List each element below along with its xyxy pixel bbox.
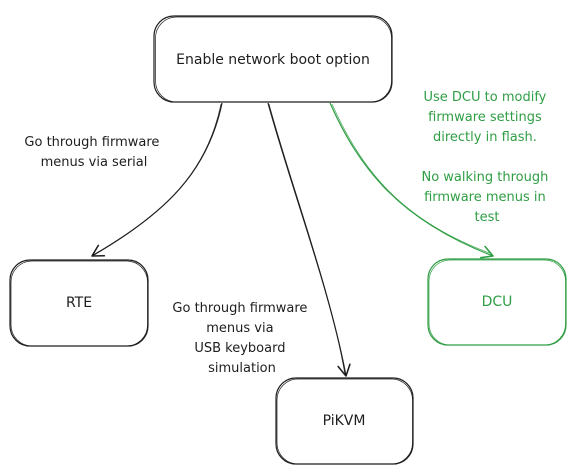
node-rte-label: RTE — [66, 295, 92, 311]
edge-label-to-dcu-line-3: directly in flash. — [433, 130, 537, 145]
edge-label-to-rte-line-1: Go through firmware — [24, 135, 159, 150]
edge-label-to-dcu-line-2: firmware settings — [428, 110, 542, 125]
edge-label-to-rte: Go through firmware menus via serial — [24, 135, 163, 170]
edge-label-to-pikvm-line-1: Go through firmware — [172, 301, 307, 316]
edge-label-to-dcu-line-7: test — [475, 210, 500, 225]
edge-label-to-rte-line-2: menus via serial — [41, 155, 148, 170]
edge-label-to-pikvm-line-4: simulation — [208, 361, 276, 376]
edge-label-to-dcu-line-6: firmware menus in — [424, 190, 546, 205]
node-pikvm: PiKVM — [275, 377, 414, 465]
edge-label-to-dcu-line-1: Use DCU to modify — [424, 90, 547, 105]
node-enable-network-boot-label: Enable network boot option — [176, 52, 370, 68]
edge-enable-to-pikvm — [267, 102, 351, 377]
node-dcu-label: DCU — [482, 294, 513, 310]
edge-label-to-dcu: Use DCU to modify firmware settings dire… — [421, 90, 552, 225]
node-rte: RTE — [9, 259, 149, 347]
node-dcu: DCU — [427, 258, 567, 346]
edge-label-to-pikvm-line-2: menus via — [206, 321, 273, 336]
edge-enable-to-rte — [91, 102, 223, 257]
edge-label-to-dcu-line-5: No walking through — [421, 170, 548, 185]
edge-label-to-pikvm: Go through firmware menus via USB keyboa… — [172, 301, 311, 376]
node-pikvm-label: PiKVM — [323, 413, 366, 429]
node-enable-network-boot: Enable network boot option — [153, 15, 393, 103]
edge-label-to-pikvm-line-3: USB keyboard — [194, 341, 285, 356]
edge-enable-to-dcu — [329, 102, 494, 259]
